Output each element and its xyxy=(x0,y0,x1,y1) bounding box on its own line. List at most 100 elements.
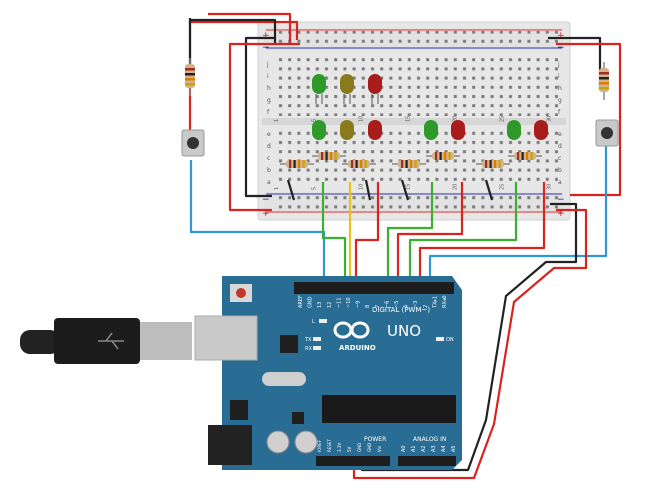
power-header xyxy=(316,456,390,466)
digital-pin-label: GND xyxy=(308,296,314,308)
wire-green-pin11 xyxy=(321,182,347,282)
atmega-chip xyxy=(322,395,456,423)
row-letter: j xyxy=(266,61,269,68)
digital-pin-label: TX▸1 xyxy=(432,296,438,309)
column-number: 10 xyxy=(359,116,365,122)
analog-pin-label: A4 xyxy=(441,445,447,452)
digital-pin-label: ~5 xyxy=(394,301,400,308)
wire-red-5v xyxy=(352,208,588,480)
led-green-2 xyxy=(424,120,438,140)
resistor-2 xyxy=(312,152,346,160)
analog-pin-label: A1 xyxy=(411,445,417,452)
column-number: 5 xyxy=(312,187,318,190)
row-letter: c xyxy=(558,155,561,162)
analog-label: ANALOG IN xyxy=(413,436,446,443)
resistor-left-button xyxy=(185,58,195,96)
usb-icon xyxy=(98,332,124,350)
row-letter: b xyxy=(558,167,562,174)
row-letter: f xyxy=(558,109,561,116)
column-number: 10 xyxy=(359,184,365,190)
row-letter: b xyxy=(267,167,271,174)
column-number: 25 xyxy=(500,116,506,122)
row-letter: a xyxy=(558,179,562,186)
push-button-left[interactable] xyxy=(181,129,205,157)
digital-pin-label: 12 xyxy=(327,302,333,308)
board-resistors xyxy=(280,152,542,168)
wire-red-pin2 xyxy=(418,182,546,282)
center-trench xyxy=(262,118,566,125)
rail-minus-br: − xyxy=(557,195,565,205)
led-red-2 xyxy=(451,120,465,140)
row-letter: i xyxy=(558,73,560,80)
leds xyxy=(312,74,548,140)
top-rail-holes xyxy=(276,31,558,47)
rail-plus-tr: + xyxy=(557,31,565,41)
jumper-gnd-2 xyxy=(400,179,410,201)
row-letters: j i h g f e d c b a j i h g f e d c b a xyxy=(266,61,562,186)
row-letter: h xyxy=(558,85,562,92)
led-l-label: L xyxy=(312,319,315,325)
row-letter: a xyxy=(267,179,271,186)
jumper-gnd-4 xyxy=(364,179,372,201)
row-letter: f xyxy=(267,109,270,116)
small-chip xyxy=(292,412,304,424)
jumper-gnd-1 xyxy=(286,179,296,201)
digital-pin-label: ~6 xyxy=(384,301,390,308)
resistor-6 xyxy=(476,160,510,168)
bottom-rail-holes xyxy=(276,195,558,211)
led-green-1 xyxy=(312,120,326,140)
row-letter: i xyxy=(267,73,269,80)
usb-plug-body xyxy=(54,318,140,364)
voltage-regulator xyxy=(230,400,248,420)
capacitor-1 xyxy=(266,430,290,454)
resistor-5 xyxy=(426,152,460,160)
led-green-3 xyxy=(507,120,521,140)
wire-green-pin6 xyxy=(386,182,434,282)
reset-button-cap[interactable] xyxy=(236,288,246,298)
resistor-3 xyxy=(342,160,376,168)
digital-pin-label: 7 xyxy=(375,305,381,308)
usb-cable-strain xyxy=(20,330,60,354)
power-pin-label: GND xyxy=(367,443,372,452)
power-pin-label: GND xyxy=(357,443,362,452)
usb-cable xyxy=(20,318,192,364)
wire-black-top-rail xyxy=(190,18,277,44)
row-letter: e xyxy=(267,131,271,138)
led-on xyxy=(436,337,444,341)
power-pin-label: 5V xyxy=(347,446,352,452)
led-red-1 xyxy=(368,120,382,140)
led-yellow-top xyxy=(340,74,354,104)
led-l xyxy=(319,319,327,323)
row-letter: e xyxy=(558,131,562,138)
power-pin-label: RESET xyxy=(327,439,332,452)
usb-chip xyxy=(280,335,298,353)
led-on-label: ON xyxy=(446,337,454,343)
resistors xyxy=(185,58,609,168)
usb-plug-metal xyxy=(140,322,192,360)
row-letter: g xyxy=(558,97,562,104)
digital-pin-label: ~11 xyxy=(336,297,342,308)
resistor-4 xyxy=(392,160,426,168)
led-green-top xyxy=(312,74,326,104)
analog-pin-label: A5 xyxy=(451,445,457,452)
led-tx-label: TX xyxy=(304,337,312,343)
arduino-logo xyxy=(333,321,370,339)
analog-pin-label: A2 xyxy=(421,445,427,452)
rail-minus-tr: − xyxy=(557,43,565,53)
resistor-7 xyxy=(508,152,542,160)
power-pin-label: IOREF xyxy=(317,439,322,452)
column-number: 15 xyxy=(406,116,412,122)
arduino-brand: ARDUINO xyxy=(339,344,376,352)
column-number: 15 xyxy=(406,184,412,190)
capacitor-2 xyxy=(294,430,318,454)
column-number: 25 xyxy=(500,184,506,190)
push-button-right[interactable] xyxy=(595,119,619,147)
analog-pin-label: A0 xyxy=(401,445,407,452)
digital-header xyxy=(294,282,454,294)
led-tx xyxy=(313,337,321,341)
row-letter: h xyxy=(267,85,271,92)
